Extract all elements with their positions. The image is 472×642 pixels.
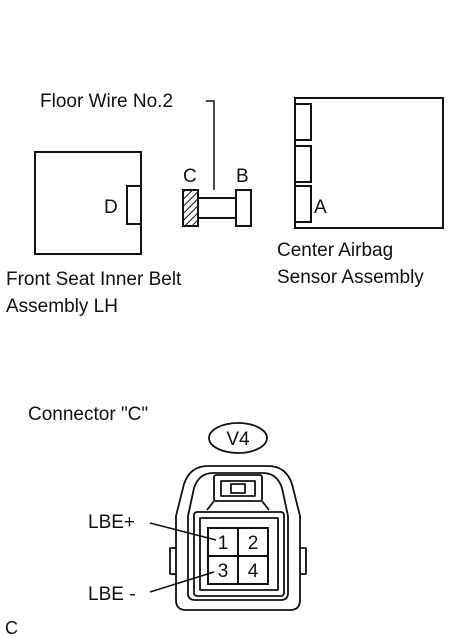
lbe-plus-label: LBE+	[88, 512, 135, 533]
connector-d-letter: D	[104, 197, 118, 218]
footer-code: C	[5, 618, 18, 638]
pin-number-1: 1	[218, 533, 229, 554]
connector-code-oval	[208, 422, 268, 454]
pin-number-4: 4	[248, 561, 259, 582]
floor-wire-label: Floor Wire No.2	[40, 91, 173, 112]
center-airbag-label-line2: Sensor Assembly	[277, 267, 424, 288]
pin-number-2: 2	[248, 533, 259, 554]
connector-face	[169, 465, 307, 611]
connector-code: V4	[226, 429, 250, 450]
connector-title: Connector "C"	[28, 404, 148, 425]
front-seat-label-line1: Front Seat Inner Belt	[6, 269, 182, 290]
pin-cavity-2	[237, 527, 269, 557]
center-airbag-label-line1: Center Airbag	[277, 240, 393, 261]
lbe-minus-label: LBE -	[88, 584, 136, 605]
floor-wire-harness	[182, 189, 252, 227]
pin-cavity-4	[237, 555, 269, 585]
center-airbag-sensor-box	[294, 97, 444, 229]
front-seat-label-line2: Assembly LH	[6, 296, 118, 317]
floor-wire-leader	[206, 100, 215, 190]
lbe-plus-leader	[149, 522, 217, 541]
connector-b-letter: B	[236, 166, 249, 187]
lbe-minus-leader	[149, 571, 215, 593]
front-seat-inner-belt-box	[34, 151, 142, 255]
connector-a-letter: A	[314, 197, 327, 218]
connector-c-letter: C	[183, 166, 197, 187]
pin-number-3: 3	[218, 561, 229, 582]
pin-cavities	[207, 527, 269, 585]
